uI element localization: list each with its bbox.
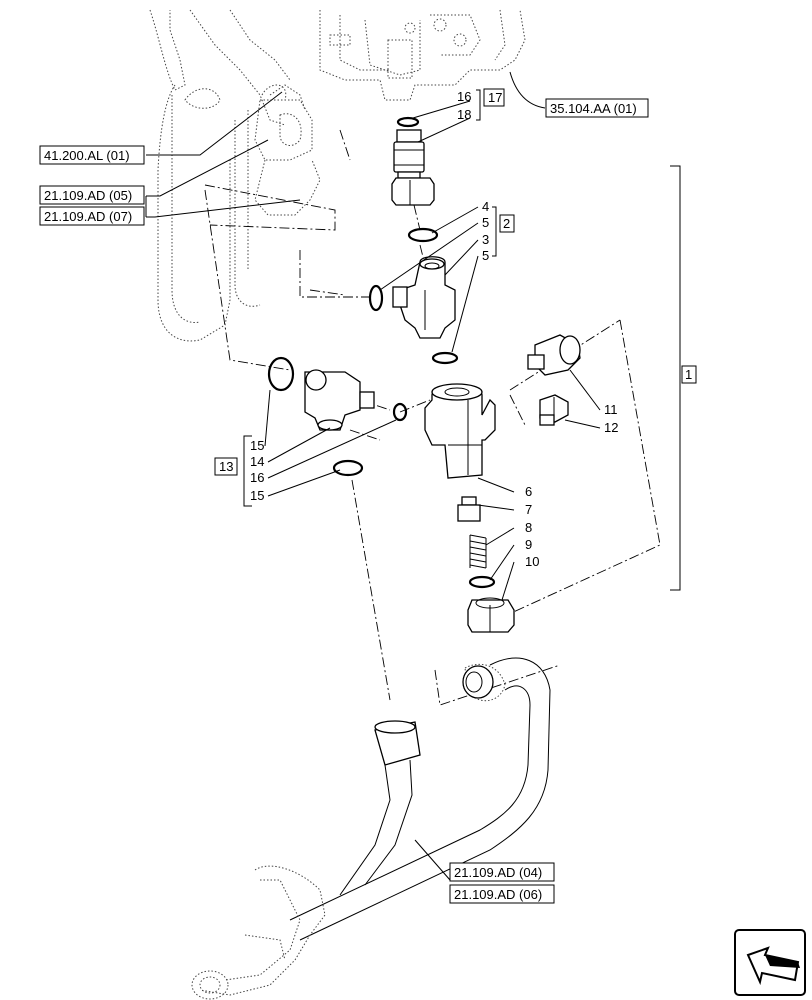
ref-box-21109-04 [449, 862, 555, 882]
callouts: 16 18 4 5 3 5 11 12 6 7 8 9 10 15 14 16 … [214, 88, 697, 569]
callout-8: 8 [525, 520, 532, 535]
callout-4: 4 [482, 199, 489, 214]
callout-15a: 15 [250, 438, 264, 453]
spring-8 [469, 534, 487, 569]
o-ring-5-lower [431, 351, 459, 365]
o-ring-15-upper [267, 356, 295, 392]
callout-12: 12 [604, 420, 618, 435]
ref-41200-al-01: 41.200.AL (01) [44, 148, 130, 163]
callout-5a: 5 [482, 215, 489, 230]
callout-17: 17 [488, 90, 502, 105]
tee-fitting-3 [392, 256, 456, 339]
callout-9: 9 [525, 537, 532, 552]
ref-21109-ad-07: 21.109.AD (07) [44, 209, 132, 224]
callout-box-17 [483, 88, 505, 107]
callout-14: 14 [250, 454, 264, 469]
callout-18: 18 [457, 107, 471, 122]
plug-12 [539, 394, 569, 426]
leader-lines [145, 71, 681, 881]
callout-16: 16 [250, 470, 264, 485]
fitting-18 [391, 116, 435, 206]
ref-box-41200 [39, 145, 145, 165]
ref-box-21109-05 [39, 185, 145, 205]
callout-16-top: 16 [457, 89, 471, 104]
callout-2: 2 [503, 216, 510, 231]
callout-7: 7 [525, 502, 532, 517]
ref-21109-ad-05: 21.109.AD (05) [44, 188, 132, 203]
o-ring-9 [468, 575, 496, 589]
o-ring-5-left [368, 284, 384, 312]
callout-box-13 [214, 457, 238, 476]
ghost-upper-right-valve [319, 9, 526, 101]
ref-21109-ad-06: 21.109.AD (06) [454, 887, 542, 902]
ref-21109-ad-04: 21.109.AD (04) [454, 865, 542, 880]
lower-pipe-assembly [191, 657, 561, 1000]
ref-box-21109-06 [449, 884, 555, 904]
valve-body-6 [424, 383, 496, 479]
ref-35104-aa-01: 35.104.AA (01) [550, 101, 637, 116]
callout-11: 11 [604, 402, 618, 417]
callout-10: 10 [525, 554, 539, 569]
ref-box-21109-07 [39, 206, 145, 226]
o-ring-16 [392, 402, 408, 422]
plug-10 [467, 597, 515, 633]
callout-box-1 [681, 365, 697, 384]
o-ring-15-lower [332, 459, 364, 477]
ghost-upper-left-assembly [149, 9, 321, 342]
callout-6: 6 [525, 484, 532, 499]
poppet-7 [457, 496, 481, 522]
callout-13: 13 [219, 459, 233, 474]
ref-box-35104 [545, 98, 649, 118]
callout-3: 3 [482, 232, 489, 247]
o-ring-4 [407, 227, 439, 243]
callout-1: 1 [685, 367, 692, 382]
callout-5b: 5 [482, 248, 489, 263]
callout-15b: 15 [250, 488, 264, 503]
callout-box-2 [499, 214, 515, 233]
tee-fitting-14 [304, 369, 375, 431]
arrow-back-icon[interactable] [734, 929, 806, 996]
plug-11 [527, 334, 581, 376]
reference-labels: 35.104.AA (01) 41.200.AL (01) 21.109.AD … [39, 98, 649, 904]
